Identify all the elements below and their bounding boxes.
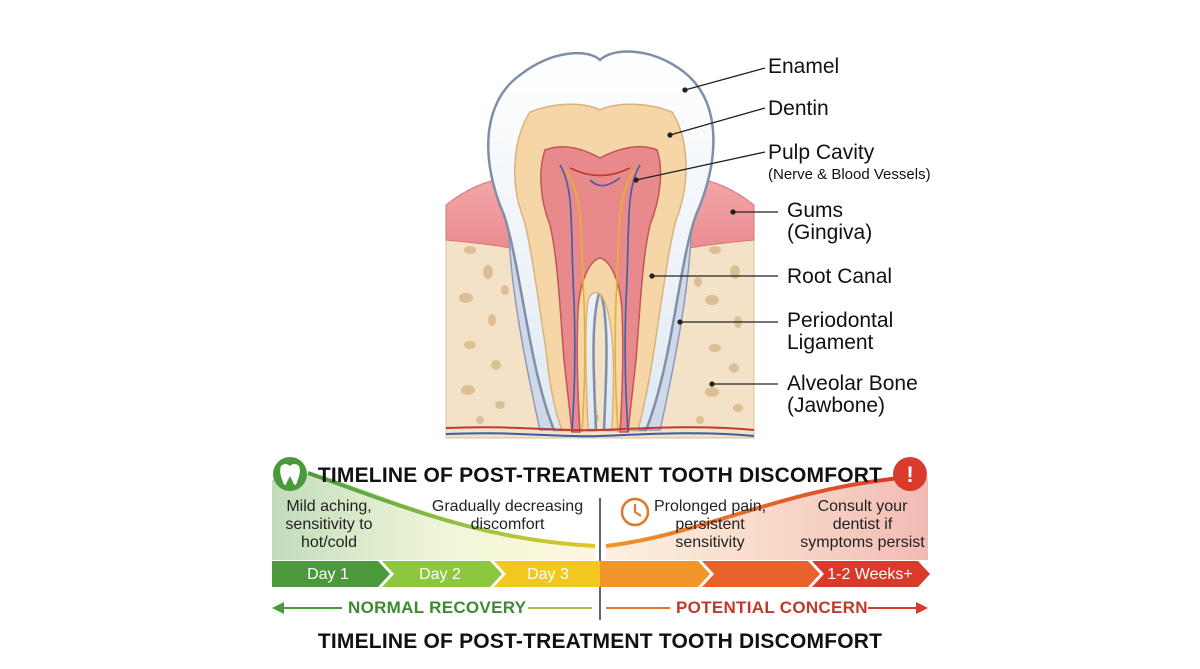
phase4-line3: symptoms persist <box>800 534 925 551</box>
day-1-label: Day 1 <box>307 566 349 583</box>
label-alveolar-bone: Alveolar Bone (Jawbone) <box>787 373 918 417</box>
label-pulp-subtitle: (Nerve & Blood Vessels) <box>768 166 931 183</box>
day-2-label: Day 2 <box>419 566 461 583</box>
timeline-bottom-title: TIMELINE OF POST-TREATMENT TOOTH DISCOMF… <box>317 630 883 653</box>
phase2-line1: Gradually decreasing <box>431 498 584 515</box>
phase1-line1: Mild aching, <box>286 498 372 515</box>
label-gums-subtitle: (Gingiva) <box>787 221 873 244</box>
label-bone-line1: Alveolar Bone <box>787 372 918 395</box>
phase1-line3: hot/cold <box>300 534 358 551</box>
section-arrows <box>272 602 928 614</box>
day-3-label: Day 3 <box>527 566 569 583</box>
normal-recovery-label: NORMAL RECOVERY <box>348 598 527 617</box>
alert-icon <box>893 457 927 491</box>
phase4-line1: Consult your <box>817 498 908 515</box>
phase-prolonged-pain: Prolonged pain, persistent sensitivity <box>650 498 770 552</box>
phase4-line2: dentist if <box>832 516 893 533</box>
phase3-line1: Prolonged pain, <box>653 498 767 515</box>
label-gums-title: Gums <box>787 199 844 222</box>
phase2-line2: discomfort <box>470 516 545 533</box>
label-root-canal: Root Canal <box>787 265 893 288</box>
discomfort-curves <box>272 471 928 560</box>
timeline-title: TIMELINE OF POST-TREATMENT TOOTH DISCOMF… <box>317 464 883 487</box>
clock-icon <box>620 497 650 527</box>
phase3-line3: sensitivity <box>675 534 745 551</box>
weeks-label: 1-2 Weeks+ <box>827 566 913 583</box>
tooth-icon <box>273 457 307 491</box>
phase1-line2: sensitivity to <box>285 516 373 533</box>
phase3-line2: persistent <box>675 516 745 533</box>
phase-consult-dentist: Consult your dentist if symptoms persist <box>795 498 930 552</box>
label-dentin: Dentin <box>768 97 829 120</box>
phase-gradually-decreasing: Gradually decreasing discomfort <box>420 498 595 534</box>
leader-lines <box>633 67 778 387</box>
nerves-and-vessels <box>445 164 755 438</box>
label-enamel: Enamel <box>768 55 840 78</box>
label-bone-line2: (Jawbone) <box>787 394 886 417</box>
label-periodontal-ligament: Periodontal Ligament <box>787 310 893 354</box>
label-gums: Gums (Gingiva) <box>787 200 872 244</box>
label-periodontal-line1: Periodontal <box>787 309 894 332</box>
alert-mark: ! <box>906 462 914 487</box>
potential-concern-label: POTENTIAL CONCERN <box>676 598 868 617</box>
label-periodontal-line2: Ligament <box>787 331 874 354</box>
day-bar <box>272 561 930 587</box>
label-pulp-cavity: Pulp Cavity (Nerve & Blood Vessels) <box>768 142 931 186</box>
phase-mild-aching: Mild aching, sensitivity to hot/cold <box>270 498 388 552</box>
label-pulp-title: Pulp Cavity <box>768 141 875 164</box>
